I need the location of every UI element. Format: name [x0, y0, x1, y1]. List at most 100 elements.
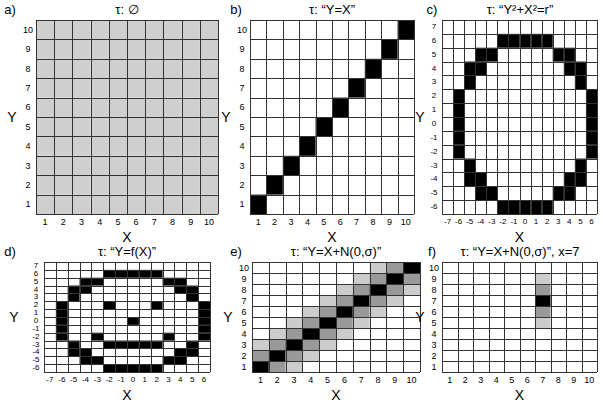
tick-label: 1 [258, 376, 263, 385]
grid-line [36, 195, 218, 196]
grid-cell [127, 117, 145, 136]
tick-label: 9 [25, 45, 30, 54]
grid-line [250, 195, 414, 196]
tick-label: 10 [407, 376, 417, 385]
grid-cell [163, 195, 181, 214]
grid-line [252, 306, 420, 307]
grid-cell [353, 284, 370, 295]
panel-letter: e) [230, 245, 242, 258]
tick-label: 2 [61, 218, 66, 227]
grid-cell [36, 156, 54, 175]
tick-label: 10 [584, 376, 594, 385]
tick-label: 5 [241, 318, 246, 327]
tick-label: 9 [392, 376, 397, 385]
grid-cell [386, 295, 403, 306]
grid-cell [151, 301, 163, 309]
grid-cell [398, 20, 414, 39]
tick-label: -5 [430, 189, 437, 197]
grid-cell [54, 175, 72, 194]
grid-cell [370, 273, 387, 284]
grid-cell [316, 117, 332, 136]
tick-label: 8 [239, 64, 244, 73]
grid-cell [319, 295, 336, 306]
tick-label: 7 [432, 23, 436, 31]
grid-line [36, 156, 218, 157]
grid-cell [80, 356, 92, 364]
grid-cell [475, 48, 486, 62]
grid-cell [353, 273, 370, 284]
grid-line [44, 293, 210, 294]
tick-label: -2 [32, 333, 39, 341]
grid-cell [542, 34, 553, 48]
grid-cell [115, 364, 127, 372]
grid-line [250, 136, 414, 137]
grid-line [36, 117, 218, 118]
grid-cell [127, 20, 145, 39]
grid-cell [453, 89, 464, 103]
grid-line [442, 103, 597, 104]
grid-cell [386, 273, 403, 284]
panel-letter: b) [230, 3, 242, 16]
tick-label: 7 [241, 296, 246, 305]
grid-cell [54, 39, 72, 58]
tick-label: 0 [34, 317, 38, 325]
tick-label: 4 [25, 142, 30, 151]
grid-cell [145, 39, 163, 58]
tick-label: 3 [288, 218, 293, 227]
grid-cell [286, 339, 303, 350]
grid-cell [145, 98, 163, 117]
tick-label: -6 [430, 203, 437, 211]
grid-cell [115, 270, 127, 278]
tick-label: 1 [256, 218, 261, 227]
grid-cell [139, 364, 151, 372]
grid-line [442, 350, 597, 351]
grid-line [442, 339, 597, 340]
grid-cell [127, 317, 139, 325]
grid-line [442, 159, 597, 160]
grid-cell [163, 156, 181, 175]
grid-cell [586, 103, 597, 117]
grid-line [252, 350, 420, 351]
grid-line [252, 262, 420, 263]
grid-line [442, 284, 597, 285]
grid-cell [182, 98, 200, 117]
tick-label: 2 [272, 218, 277, 227]
tick-label: 5 [239, 122, 244, 131]
grid-cell [464, 159, 475, 173]
grid-cell [109, 156, 127, 175]
grid-line [252, 328, 420, 329]
grid-line [252, 339, 420, 340]
grid-line [44, 317, 210, 318]
grid-cell [91, 59, 109, 78]
grid-cell [553, 48, 564, 62]
grid-line [250, 175, 414, 176]
grid-cell [266, 175, 282, 194]
tick-label: 8 [375, 376, 380, 385]
grid-cell [464, 75, 475, 89]
grid-cell [200, 136, 218, 155]
grid-cell [145, 195, 163, 214]
grid-cell [68, 293, 80, 301]
panel-title: τ: “Y=X+N(0,σ)” [291, 245, 381, 258]
grid-cell [497, 200, 508, 214]
panel-letter: d) [4, 245, 16, 258]
tick-label: 6 [342, 376, 347, 385]
grid-cell [553, 186, 564, 200]
tick-label: 1 [239, 200, 244, 209]
tick-label: 1 [34, 309, 38, 317]
grid-cell [145, 156, 163, 175]
grid-cell [127, 78, 145, 97]
grid-cell [182, 20, 200, 39]
tick-label: 7 [34, 262, 38, 270]
grid-cell [531, 200, 542, 214]
grid-cell [586, 145, 597, 159]
grid-line [252, 284, 420, 285]
grid-cell [542, 200, 553, 214]
axis-label: X [122, 388, 131, 402]
tick-label: 7 [239, 83, 244, 92]
grid-cell [336, 328, 353, 339]
grid-cell [145, 175, 163, 194]
grid-cell [520, 34, 531, 48]
